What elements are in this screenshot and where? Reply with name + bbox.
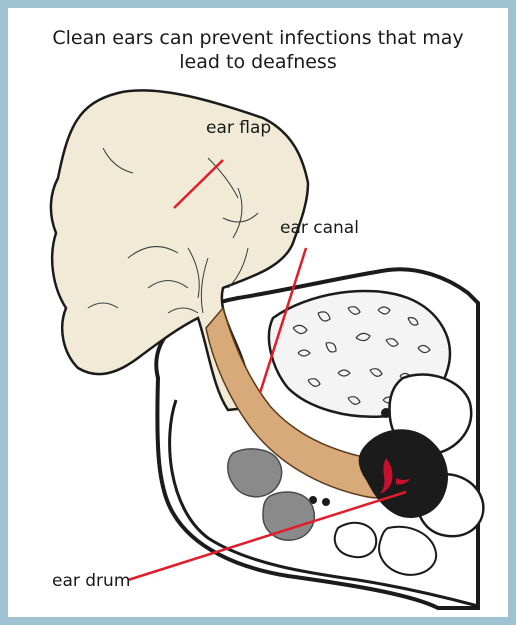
- diagram-panel: Clean ears can prevent infections that m…: [8, 8, 508, 617]
- small-bone-3: [322, 498, 330, 506]
- small-bone-1: [381, 408, 391, 418]
- grey-bone-lower: [263, 492, 314, 540]
- ear-flap-label: ear flap: [206, 118, 271, 138]
- ear-canal-label: ear canal: [280, 218, 359, 238]
- diagram-title: Clean ears can prevent infections that m…: [8, 26, 508, 74]
- ear-illustration: [8, 8, 508, 617]
- title-line-1: Clean ears can prevent infections that m…: [8, 26, 508, 50]
- inner-cavity-4: [335, 523, 376, 557]
- title-line-2: lead to deafness: [8, 50, 508, 74]
- ear-drum-label: ear drum: [52, 571, 130, 591]
